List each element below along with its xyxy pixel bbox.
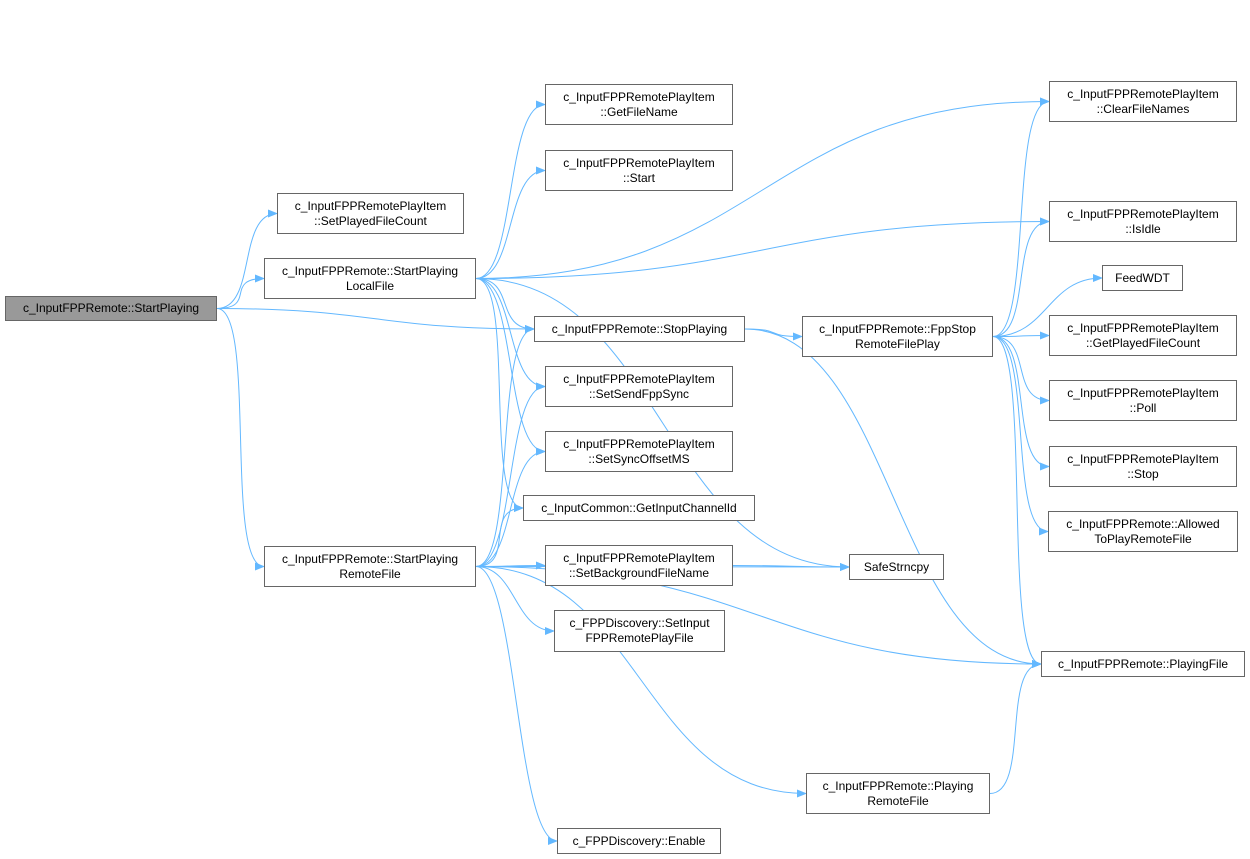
edge-n2-n6 xyxy=(475,278,546,391)
node-label: c_FPPDiscovery::SetInput xyxy=(569,616,710,630)
node-label: c_InputFPPRemotePlayItem xyxy=(1067,320,1219,335)
edge-n2-n5 xyxy=(475,278,535,333)
edge-n14-n20 xyxy=(992,336,1050,405)
node-label: c_InputFPPRemotePlayItem xyxy=(1067,385,1219,400)
node-label: ::Poll xyxy=(1129,400,1157,415)
node-label: c_InputFPPRemotePlayItem xyxy=(563,550,715,565)
node-label: ::Start xyxy=(622,170,655,185)
node-start-playing[interactable]: c_InputFPPRemote::StartPlaying xyxy=(5,296,217,321)
edge-n9-n13 xyxy=(732,562,850,571)
node-label: c_InputFPPRemote::StartPlaying xyxy=(281,263,459,278)
node-label: RemoteFile xyxy=(339,566,401,581)
edge-n14-n23 xyxy=(992,336,1042,668)
node-label: LocalFile xyxy=(345,278,395,293)
node-get-file-name[interactable]: c_InputFPPRemotePlayItem::GetFileName xyxy=(545,84,733,125)
node-playing-file[interactable]: c_InputFPPRemote::PlayingFile xyxy=(1041,651,1245,677)
edge-n12-n10 xyxy=(475,566,555,635)
node-safe-strncpy[interactable]: SafeStrncpy xyxy=(849,554,944,580)
node-label: c_InputFPPRemote::StartPlaying xyxy=(22,301,200,315)
edge-n12-n8 xyxy=(475,504,524,567)
node-label: c_InputFPPRemote::FppStop xyxy=(819,321,976,336)
edge-n12-n15 xyxy=(475,566,807,798)
node-label: ::SetPlayedFileCount xyxy=(314,213,427,228)
node-label: c_InputFPPRemote::Playing xyxy=(822,778,974,793)
node-label: c_InputFPPRemotePlayItem xyxy=(563,155,715,170)
node-label: c_InputFPPRemotePlayItem xyxy=(563,436,715,451)
node-label: ::IsIdle xyxy=(1125,221,1161,236)
node-label: c_InputFPPRemotePlayItem xyxy=(294,198,447,213)
node-get-played-file-count[interactable]: c_InputFPPRemotePlayItem::GetPlayedFileC… xyxy=(1049,315,1237,356)
node-label: c_InputFPPRemotePlayItem xyxy=(1067,451,1219,466)
edge-n12-n6 xyxy=(475,382,546,567)
node-label: FPPRemotePlayFile xyxy=(585,631,694,645)
edge-n5-n23 xyxy=(744,328,1042,668)
node-fpp-discovery-enable[interactable]: c_FPPDiscovery::Enable xyxy=(557,828,721,854)
edge-n2-n8 xyxy=(475,278,524,512)
node-label: c_InputFPPRemote::PlayingFile xyxy=(1057,656,1229,671)
node-label: ::SetBackgroundFileName xyxy=(568,565,710,580)
node-label: c_InputFPPRemotePlayItem xyxy=(1067,206,1219,221)
edge-n12-n7 xyxy=(475,447,546,567)
edge-n0-n5 xyxy=(216,308,535,333)
edge-n0-n2 xyxy=(216,274,265,309)
edge-n0-n1 xyxy=(216,209,278,309)
edge-n2-n3 xyxy=(475,100,546,279)
node-label: ::SetSendFppSync xyxy=(588,386,690,401)
edge-n2-n7 xyxy=(475,278,546,456)
node-label: ::ClearFileNames xyxy=(1096,101,1190,116)
node-stop-playing[interactable]: c_InputFPPRemote::StopPlaying xyxy=(534,316,745,342)
node-label: c_InputFPPRemotePlayItem xyxy=(563,89,715,104)
edge-n14-n22 xyxy=(992,336,1049,536)
node-label: c_InputFPPRemotePlayItem xyxy=(563,371,715,386)
edge-n2-n4 xyxy=(475,166,546,279)
edge-n12-n11 xyxy=(475,566,558,845)
edge-n0-n12 xyxy=(216,308,265,571)
node-label: ToPlayRemoteFile xyxy=(1094,531,1192,546)
edge-n14-n19 xyxy=(992,331,1050,340)
node-label: RemoteFilePlay xyxy=(855,336,940,351)
node-label: c_InputCommon::GetInputChannelId xyxy=(541,500,737,515)
edge-n2-n17 xyxy=(475,217,1050,279)
edge-n14-n16 xyxy=(992,97,1050,337)
node-set-sync-offset-ms[interactable]: c_InputFPPRemotePlayItem::SetSyncOffsetM… xyxy=(545,431,733,472)
node-label: c_InputFPPRemotePlayItem xyxy=(1067,86,1219,101)
edge-n2-n16 xyxy=(475,97,1050,279)
node-label: ::Stop xyxy=(1127,466,1159,481)
edge-n14-n18 xyxy=(992,274,1103,337)
node-is-idle[interactable]: c_InputFPPRemotePlayItem::IsIdle xyxy=(1049,201,1237,242)
node-label: RemoteFile xyxy=(867,793,929,808)
node-label: SafeStrncpy xyxy=(863,559,930,574)
node-start[interactable]: c_InputFPPRemotePlayItem::Start xyxy=(545,150,733,191)
node-label: c_InputFPPRemote::StartPlaying xyxy=(281,551,459,566)
edge-n14-n17 xyxy=(992,217,1050,337)
node-clear-file-names[interactable]: c_InputFPPRemotePlayItem::ClearFileNames xyxy=(1049,81,1237,122)
edge-n12-n5 xyxy=(475,325,535,567)
node-poll[interactable]: c_InputFPPRemotePlayItem::Poll xyxy=(1049,380,1237,421)
node-set-send-fpp-sync[interactable]: c_InputFPPRemotePlayItem::SetSendFppSync xyxy=(545,366,733,407)
edge-n2-n13 xyxy=(475,278,850,571)
node-feed-wdt[interactable]: FeedWDT xyxy=(1102,265,1183,291)
edge-n15-n23 xyxy=(989,660,1042,794)
node-label: c_InputFPPRemote::StopPlaying xyxy=(551,321,728,336)
node-label: FeedWDT xyxy=(1115,270,1170,285)
node-label: ::GetFileName xyxy=(600,104,678,119)
node-set-background-file-name[interactable]: c_InputFPPRemotePlayItem::SetBackgroundF… xyxy=(545,545,733,586)
node-label: ::SetSyncOffsetMS xyxy=(588,451,690,466)
node-set-played-file-count[interactable]: c_InputFPPRemotePlayItem::SetPlayedFileC… xyxy=(277,193,464,234)
edge-n14-n21 xyxy=(992,336,1050,471)
node-get-input-channel-id[interactable]: c_InputCommon::GetInputChannelId xyxy=(523,495,755,521)
edge-n5-n14 xyxy=(744,328,803,341)
node-label: c_FPPDiscovery::Enable xyxy=(572,833,706,848)
node-label: ::GetPlayedFileCount xyxy=(1085,335,1201,350)
node-label: c_InputFPPRemote::Allowed xyxy=(1066,516,1220,531)
node-stop[interactable]: c_InputFPPRemotePlayItem::Stop xyxy=(1049,446,1237,487)
